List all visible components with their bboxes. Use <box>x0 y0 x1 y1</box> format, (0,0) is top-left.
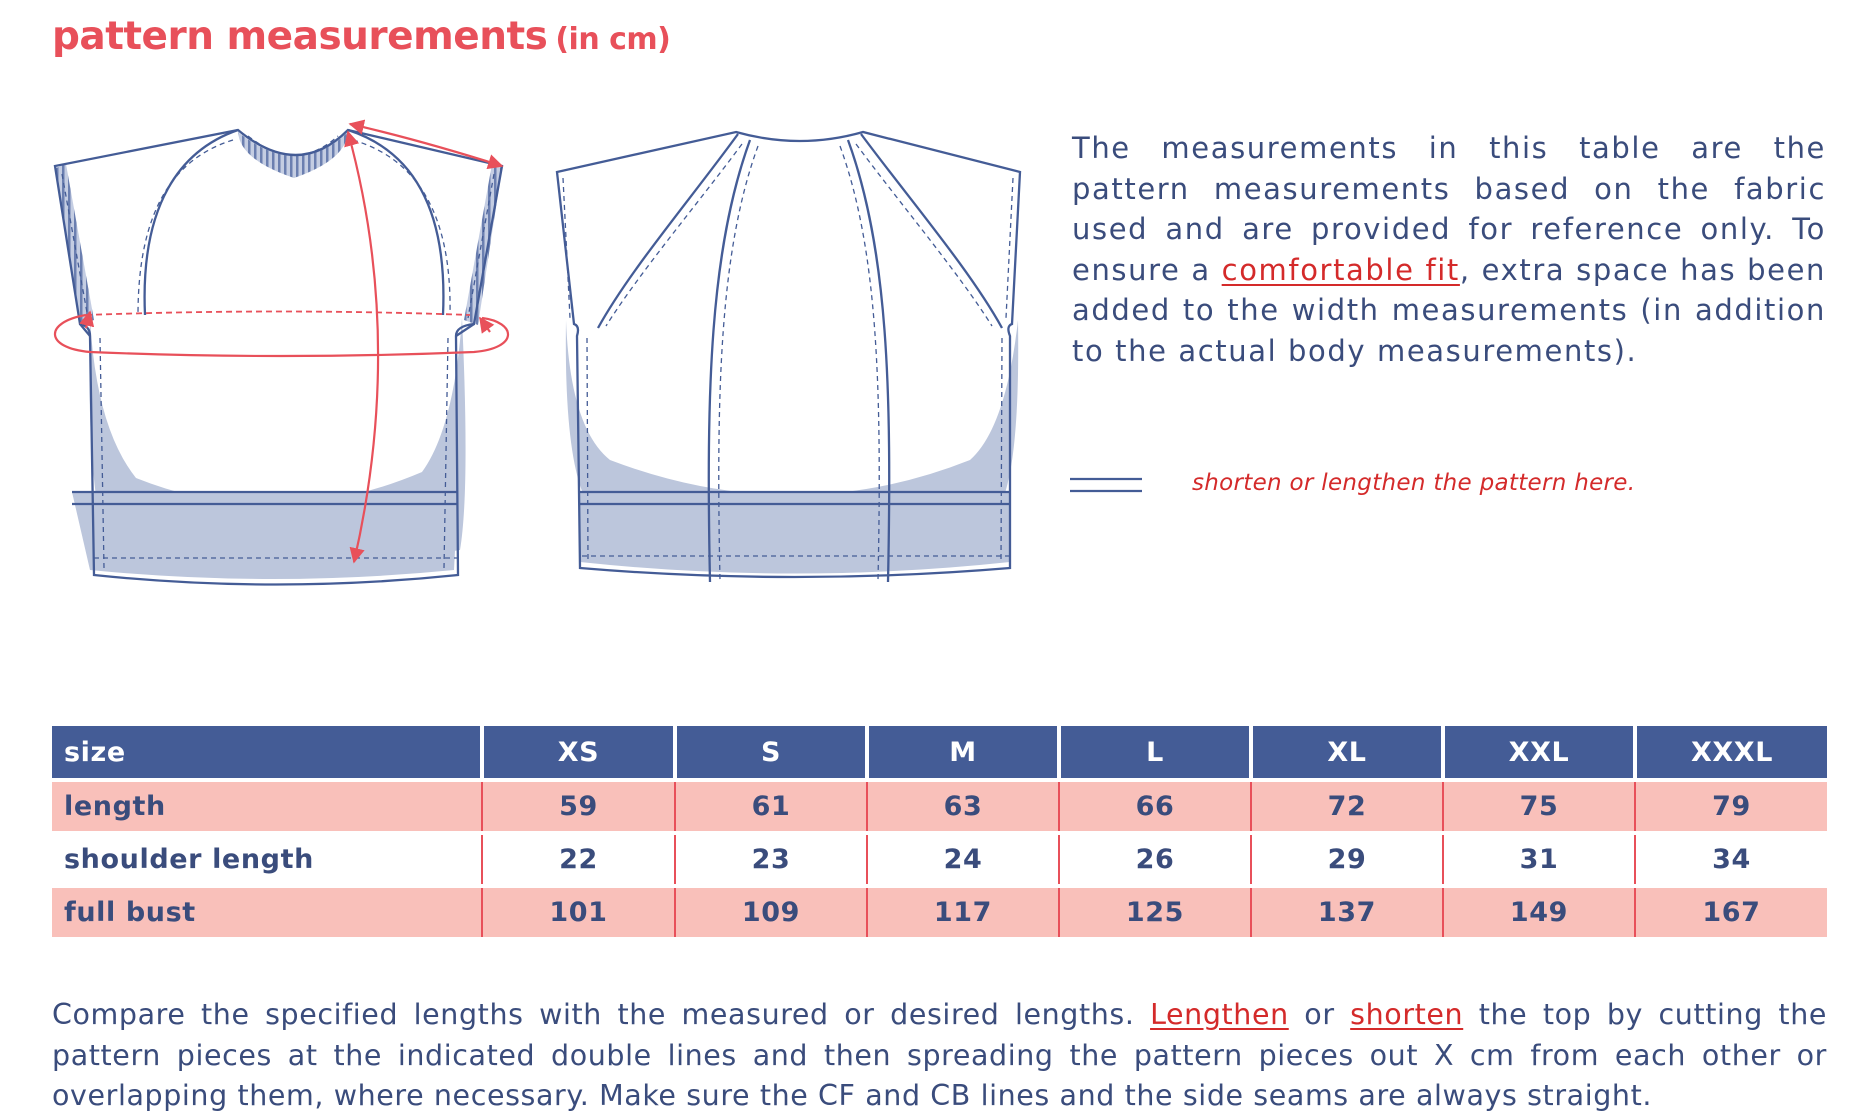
table-cell: 167 <box>1634 884 1827 937</box>
row-label: full bust <box>52 884 482 937</box>
header-xs: XS <box>480 726 675 780</box>
footer-text: Compare the specified lengths with the m… <box>52 998 1151 1031</box>
table-cell: 117 <box>866 884 1059 937</box>
header-size: size <box>52 726 482 780</box>
front-view <box>53 119 509 586</box>
table-cell: 29 <box>1250 831 1443 886</box>
back-view <box>555 130 1022 583</box>
table-row-full-bust: full bust 101 109 117 125 137 149 167 <box>52 884 1827 937</box>
title-text: pattern measurements <box>52 14 548 59</box>
footer-paragraph: Compare the specified lengths with the m… <box>52 995 1827 1117</box>
intro-text: The measurements in this table are the p… <box>1072 131 1826 287</box>
table-cell: 101 <box>481 884 675 937</box>
front-stitching <box>61 135 495 569</box>
front-measure-arrows <box>54 119 509 564</box>
legend-text: shorten or lengthen the pattern here. <box>1192 470 1636 496</box>
header-xxxl: XXXL <box>1633 726 1827 780</box>
intro-text-end: , extra space has been added to the widt… <box>1072 252 1826 368</box>
back-shade <box>565 320 1019 574</box>
table-cell: 59 <box>481 778 675 833</box>
table-row-shoulder-length: shoulder length 22 23 24 26 29 31 34 <box>52 831 1827 886</box>
table-cell: 109 <box>674 884 867 937</box>
header-l: L <box>1057 726 1251 780</box>
table-cell: 149 <box>1442 884 1635 937</box>
comfortable-fit-link[interactable]: comfortable fit <box>1221 252 1460 287</box>
table-cell: 34 <box>1634 831 1827 886</box>
row-label: length <box>52 778 482 833</box>
back-outline <box>555 130 1022 583</box>
legend: shorten or lengthen the pattern here. <box>1070 470 1830 500</box>
header-s: S <box>673 726 867 780</box>
table-cell: 26 <box>1058 831 1251 886</box>
table-cell: 137 <box>1250 884 1443 937</box>
table-cell: 31 <box>1442 831 1635 886</box>
header-m: M <box>865 726 1059 780</box>
footer-text-end: the top by cutting the pattern pieces at… <box>52 998 1827 1112</box>
header-xl: XL <box>1249 726 1443 780</box>
page-title: pattern measurements(in cm) <box>52 14 671 59</box>
table-cell: 79 <box>1634 778 1827 833</box>
back-stitching <box>562 143 1014 581</box>
table-cell: 22 <box>481 831 675 886</box>
table-cell: 125 <box>1058 884 1251 937</box>
lengthen-link[interactable]: Lengthen <box>1150 998 1289 1031</box>
measurements-table: size XS S M L XL XXL XXXL length 59 61 6… <box>52 726 1827 937</box>
row-label: shoulder length <box>52 831 482 886</box>
table-cell: 23 <box>674 831 867 886</box>
table-cell: 66 <box>1058 778 1251 833</box>
footer-text-or: or <box>1288 998 1351 1031</box>
table-header-row: size XS S M L XL XXL XXXL <box>52 726 1827 780</box>
header-xxl: XXL <box>1441 726 1635 780</box>
intro-paragraph: The measurements in this table are the p… <box>1072 128 1826 371</box>
table-cell: 72 <box>1250 778 1443 833</box>
table-cell: 63 <box>866 778 1059 833</box>
table-row-length: length 59 61 63 66 72 75 79 <box>52 778 1827 833</box>
table-cell: 24 <box>866 831 1059 886</box>
title-unit: (in cm) <box>555 22 671 57</box>
front-shade <box>72 318 466 579</box>
garment-illustration <box>53 119 1022 586</box>
table-cell: 75 <box>1442 778 1635 833</box>
table-cell: 61 <box>674 778 867 833</box>
double-line-icon <box>1070 477 1142 493</box>
shorten-link[interactable]: shorten <box>1350 998 1464 1031</box>
